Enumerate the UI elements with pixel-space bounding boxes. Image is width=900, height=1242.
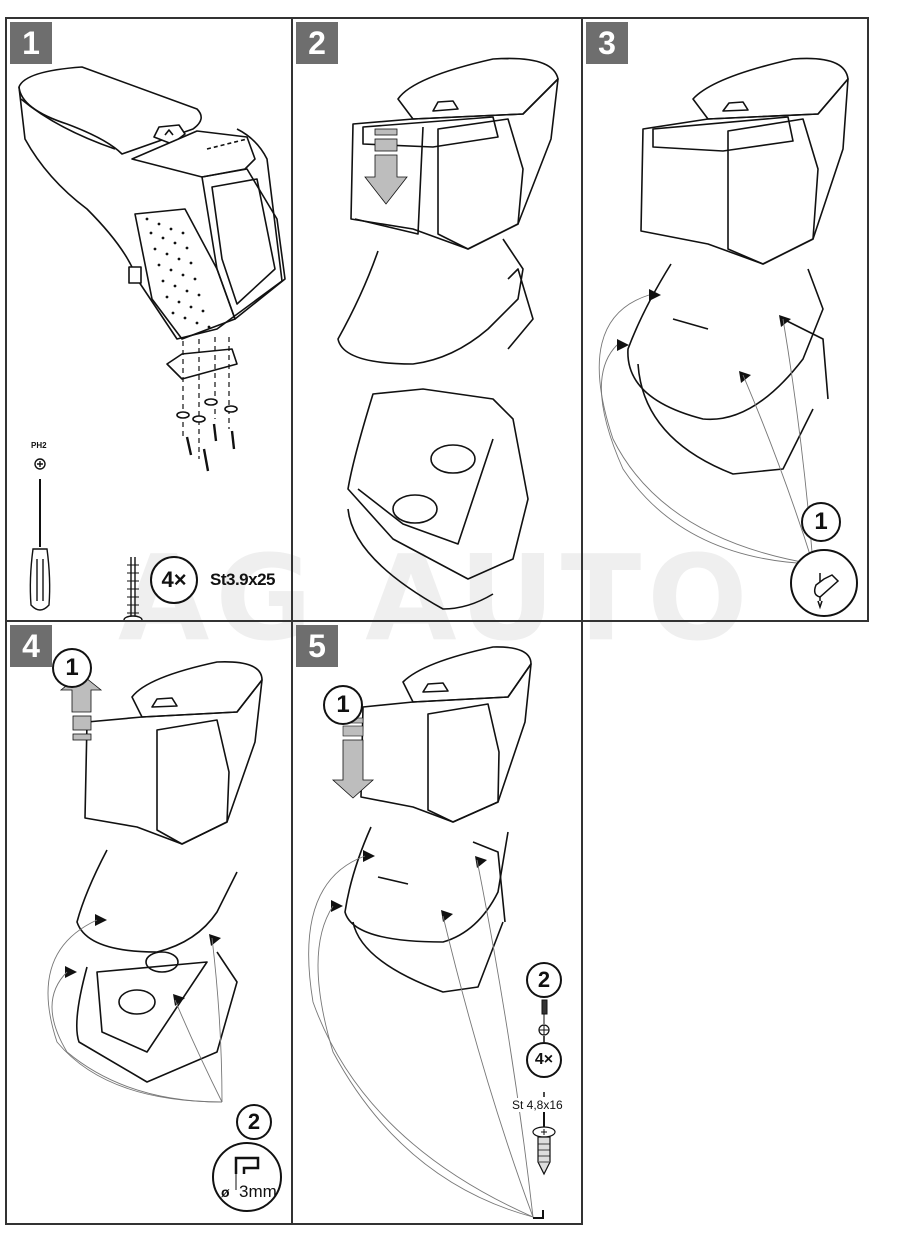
step-number-badge: 5 [296, 625, 338, 667]
callout-circle: ø 3mm [212, 1142, 282, 1212]
drill-size-label: 3mm [239, 1182, 277, 1201]
armrest-exploded-illustration [18, 66, 286, 620]
callout-number-1: 1 [52, 648, 92, 688]
armrest-lid-sliding-illustration [337, 57, 559, 610]
callout-circle [790, 549, 858, 617]
self-tapping-screw-icon [532, 1126, 556, 1219]
down-arrow-icon [331, 717, 375, 799]
perforation-dots [145, 217, 211, 329]
callout-number-1: 1 [323, 685, 363, 725]
screw-spec-label: St3.9x25 [210, 570, 276, 589]
step-number-badge: 1 [10, 22, 52, 64]
callout-number-2: 2 [526, 962, 562, 998]
step-number-badge: 4 [10, 625, 52, 667]
drill-diameter-symbol: ø [221, 1184, 230, 1200]
tool-bit-label: PH2 [31, 441, 47, 450]
callout-number-2: 2 [236, 1104, 272, 1140]
quantity-badge: 4× [526, 1042, 562, 1078]
quantity-value: 4× [161, 567, 187, 592]
callout-leader-lines [308, 855, 534, 1218]
step-panel-3: 3 1 [581, 17, 869, 622]
hand-marking-pen-icon [813, 573, 840, 610]
callout-number-1: 1 [801, 502, 841, 542]
quantity-value: 4× [534, 1051, 554, 1068]
step-panel-1: 1 [5, 17, 293, 622]
armrest-fastening-illustration [308, 646, 556, 1219]
step-number-badge: 3 [586, 22, 628, 64]
alignment-arrows [617, 289, 791, 383]
step-number-badge: 2 [296, 22, 338, 64]
callout-leader-lines [598, 294, 814, 565]
screwdriver-icon [538, 999, 550, 1127]
screw-spec-label: St 4,8x16 [512, 1098, 563, 1112]
quantity-badge: 4× [150, 556, 198, 604]
wood-screw-icon [123, 557, 143, 620]
alignment-arrows [65, 914, 221, 1006]
step-panel-2: 2 [291, 17, 583, 622]
callout-leader-lines [47, 919, 223, 1103]
phillips-screwdriver-icon [29, 458, 51, 611]
drill-icon [234, 1156, 260, 1190]
armrest-marking-illustration [598, 57, 849, 565]
step-panel-5: 5 [291, 620, 583, 1225]
step-panel-4: 4 1 2 [5, 620, 293, 1225]
down-arrow-icon [364, 128, 408, 205]
